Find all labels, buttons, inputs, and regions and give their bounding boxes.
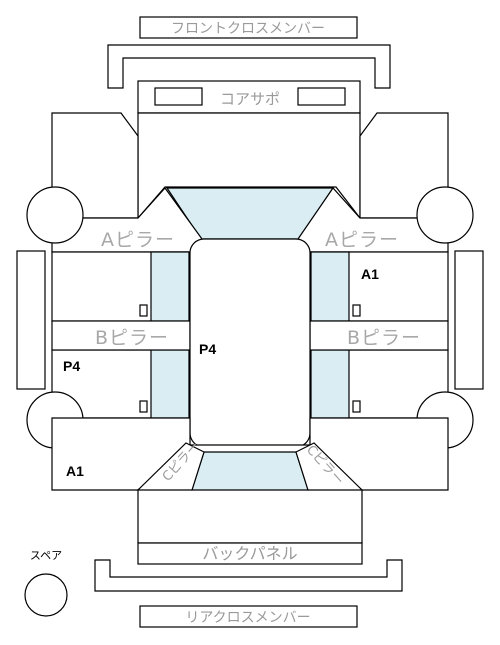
spare-label: スペア — [30, 549, 62, 562]
left-front-window — [150, 251, 190, 322]
right-front-window — [310, 251, 350, 322]
right-front-door-handle — [352, 304, 361, 317]
rear-window — [191, 451, 309, 491]
core-support-label: コアサポ — [220, 90, 280, 108]
back-panel-label: バックパネル — [202, 544, 297, 563]
c-pillar-right-panel — [295, 442, 364, 491]
left-rear-window — [150, 349, 190, 419]
c-pillar-left-panel — [136, 442, 205, 491]
core-support-left-opening — [154, 87, 203, 106]
right-side-sill — [454, 250, 484, 390]
left-rear-door-handle — [139, 400, 148, 413]
rear-cross-member-label: リアクロスメンバー — [185, 610, 310, 626]
marker-a1-right-front-door: A1 — [361, 266, 379, 282]
left-front-door-handle — [139, 304, 148, 317]
left-side-sill — [16, 250, 46, 390]
front-cross-member — [107, 44, 391, 89]
marker-a1-left-rear-quarter: A1 — [66, 463, 84, 479]
front-right-wheel — [416, 186, 474, 244]
b-pillar-left-panel — [51, 320, 191, 351]
right-rear-door-handle — [352, 400, 361, 413]
core-support-right-opening — [297, 87, 346, 106]
b-pillar-right-label: Bピラー — [347, 327, 421, 349]
marker-p4-left-rear-door: P4 — [63, 358, 80, 374]
marker-p4-roof: P4 — [199, 341, 216, 357]
b-pillar-right-panel — [309, 320, 449, 351]
back-panel — [137, 542, 363, 565]
right-rear-window — [310, 349, 350, 419]
front-cross-member-label: フロントクロスメンバー — [171, 21, 325, 37]
front-cross-member-box — [139, 16, 358, 39]
b-pillar-left-label: Bピラー — [95, 327, 169, 349]
a-pillar-right-label: Aピラー — [325, 229, 399, 251]
rear-cross-member — [94, 559, 403, 592]
front-left-wheel — [26, 186, 84, 244]
a-pillar-left-label: Aピラー — [101, 229, 175, 251]
rear-cross-member-box — [139, 605, 358, 628]
spare-tire — [24, 573, 68, 617]
